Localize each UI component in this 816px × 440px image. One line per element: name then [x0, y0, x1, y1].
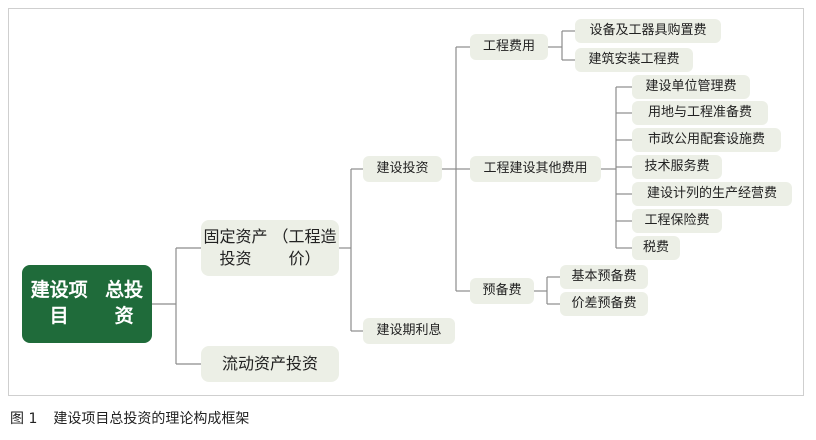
figure-caption: 图 1 建设项目总投资的理论构成框架	[10, 408, 249, 428]
node-total-investment-line1: 建设项目	[30, 279, 88, 327]
node-fixed-assets: 固定资产投资 （工程造价）	[201, 220, 339, 276]
node-other-item: 市政公用配套设施费	[632, 128, 781, 152]
node-other-cost: 工程建设其他费用	[470, 156, 601, 182]
node-other-item: 用地与工程准备费	[632, 101, 768, 125]
node-fixed-assets-line2: （工程造价）	[272, 227, 337, 268]
figure-number: 图 1	[10, 411, 38, 427]
node-reserve-fund: 预备费	[470, 278, 534, 304]
node-construction-interest: 建设期利息	[363, 318, 455, 344]
connector-lines	[152, 30, 632, 365]
node-construction-investment: 建设投资	[363, 156, 442, 182]
node-engineering-cost: 工程费用	[470, 34, 548, 60]
figure-title: 建设项目总投资的理论构成框架	[53, 411, 250, 427]
node-other-item: 建设计列的生产经营费	[632, 182, 792, 206]
node-basic-reserve: 基本预备费	[560, 265, 648, 289]
node-other-item: 技术服务费	[632, 155, 722, 179]
node-other-item: 工程保险费	[632, 209, 722, 233]
node-total-investment: 建设项目 总投资	[22, 265, 152, 343]
node-equipment-purchase: 设备及工器具购置费	[575, 19, 721, 43]
node-working-capital: 流动资产投资	[201, 346, 339, 382]
node-fixed-assets-line1: 固定资产投资	[203, 227, 268, 268]
node-other-item: 建设单位管理费	[632, 75, 750, 99]
node-other-item: 税费	[632, 236, 680, 260]
node-total-investment-line2: 总投资	[105, 279, 144, 327]
node-price-reserve: 价差预备费	[560, 292, 648, 316]
diagram-frame	[8, 8, 804, 396]
node-installation-cost: 建筑安装工程费	[575, 48, 693, 72]
